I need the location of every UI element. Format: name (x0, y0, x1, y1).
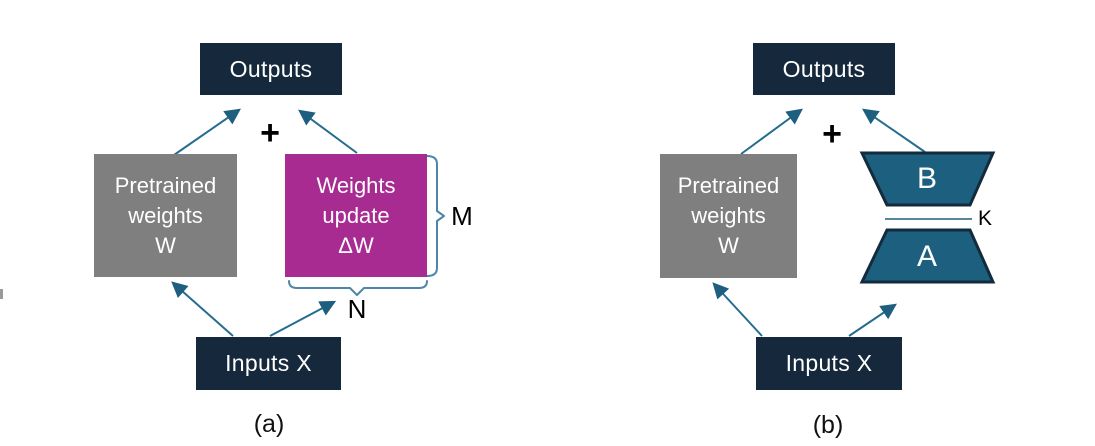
pretrained-b-line-3: W (718, 233, 739, 258)
outputs-label-b: Outputs (782, 55, 866, 82)
inputs-box-b: Inputs X (756, 337, 902, 390)
arrow-b-matrixb-to-outputs (862, 108, 926, 153)
arrow-a-pretrained-to-outputs (173, 108, 241, 156)
inputs-label-a: Inputs X (225, 350, 312, 376)
pretrained-line-2: weights (128, 202, 203, 228)
matrix-a-label: A (916, 240, 937, 273)
brace-n-cols (288, 280, 428, 296)
dim-label-m: M (451, 200, 473, 231)
plus-sign-b: + (822, 114, 842, 153)
brace-m-rows (426, 155, 445, 277)
pretrained-weights-box-a: Pretrained weights W (94, 154, 237, 277)
inputs-box-a: Inputs X (196, 337, 341, 390)
arrow-a-inputs-to-pretrained (171, 281, 234, 337)
outputs-box-b: Outputs (753, 43, 895, 95)
matrix-b-label: B (916, 162, 937, 195)
edge-artifact (0, 289, 3, 299)
arrow-b-inputs-to-matrixa (848, 303, 897, 337)
trapezoid-a-shape (859, 228, 996, 284)
arrow-a-update-to-outputs (298, 109, 358, 154)
weights-update-box: Weights update ΔW (285, 154, 427, 277)
outputs-label-a: Outputs (229, 55, 313, 82)
pretrained-b-line-2: weights (691, 203, 766, 228)
arrow-b-inputs-to-pretrained (712, 282, 763, 337)
inputs-label-b: Inputs X (785, 350, 873, 376)
caption-a: (a) (253, 409, 285, 438)
outputs-box-a: Outputs (200, 43, 342, 95)
arrow-a-inputs-to-update (269, 300, 337, 337)
update-line-3: ΔW (338, 232, 374, 258)
pretrained-line-1: Pretrained (114, 172, 217, 198)
caption-b: (b) (812, 410, 844, 439)
plus-sign-a: + (260, 113, 280, 152)
dim-label-k: K (977, 207, 992, 230)
update-line-1: Weights (316, 172, 396, 198)
arrow-b-pretrained-to-outputs (740, 108, 803, 155)
pretrained-b-line-1: Pretrained (677, 173, 780, 198)
dim-label-n: N (347, 293, 367, 324)
pretrained-line-3: W (155, 232, 176, 258)
trapezoid-b-shape (859, 151, 996, 207)
update-line-2: update (322, 202, 390, 228)
pretrained-weights-box-b: Pretrained weights W (660, 154, 797, 278)
